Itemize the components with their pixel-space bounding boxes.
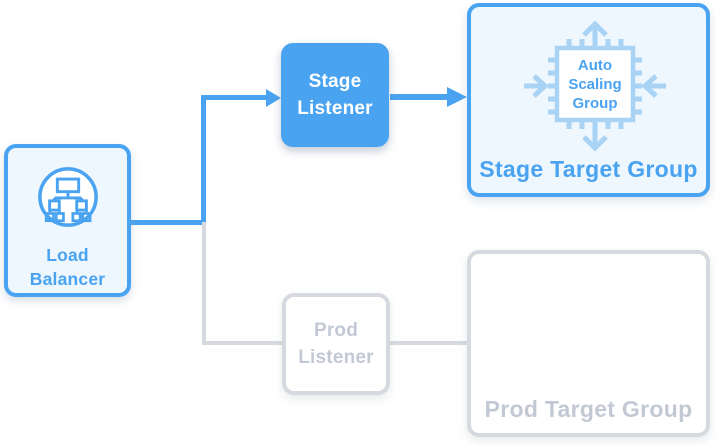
- arrowhead-to-stage-target-group: [447, 87, 467, 107]
- node-stage-target-group: Auto Scaling Group Stage Target Group: [467, 3, 710, 197]
- connector-prod-horizontal: [202, 341, 282, 345]
- auto-scaling-group-label: Auto Scaling Group: [568, 56, 622, 112]
- prod-listener-label: Prod Listener: [298, 320, 374, 368]
- stage-target-group-label: Stage Target Group: [479, 156, 698, 182]
- connector-stage-vertical: [201, 95, 206, 225]
- connector-stage-horizontal: [201, 95, 267, 100]
- connector-loadbalancer-junction: [131, 220, 203, 225]
- node-stage-listener: Stage Listener: [281, 43, 389, 147]
- connector-stage-listener-to-target: [390, 94, 449, 100]
- stage-listener-label: Stage Listener: [297, 71, 373, 119]
- arrowhead-to-stage-listener: [266, 89, 281, 107]
- connector-prod-listener-to-target: [390, 341, 467, 345]
- prod-target-group-label: Prod Target Group: [484, 396, 693, 422]
- load-balancer-label: Load Balancer: [29, 245, 106, 289]
- node-load-balancer: Load Balancer: [4, 144, 131, 297]
- load-balancer-icon: [37, 166, 99, 233]
- cpu-chip-scaling-arrows-icon: [524, 20, 666, 157]
- connector-prod-vertical: [202, 222, 206, 343]
- node-prod-listener: Prod Listener: [282, 293, 390, 395]
- node-prod-target-group: Prod Target Group: [467, 250, 710, 437]
